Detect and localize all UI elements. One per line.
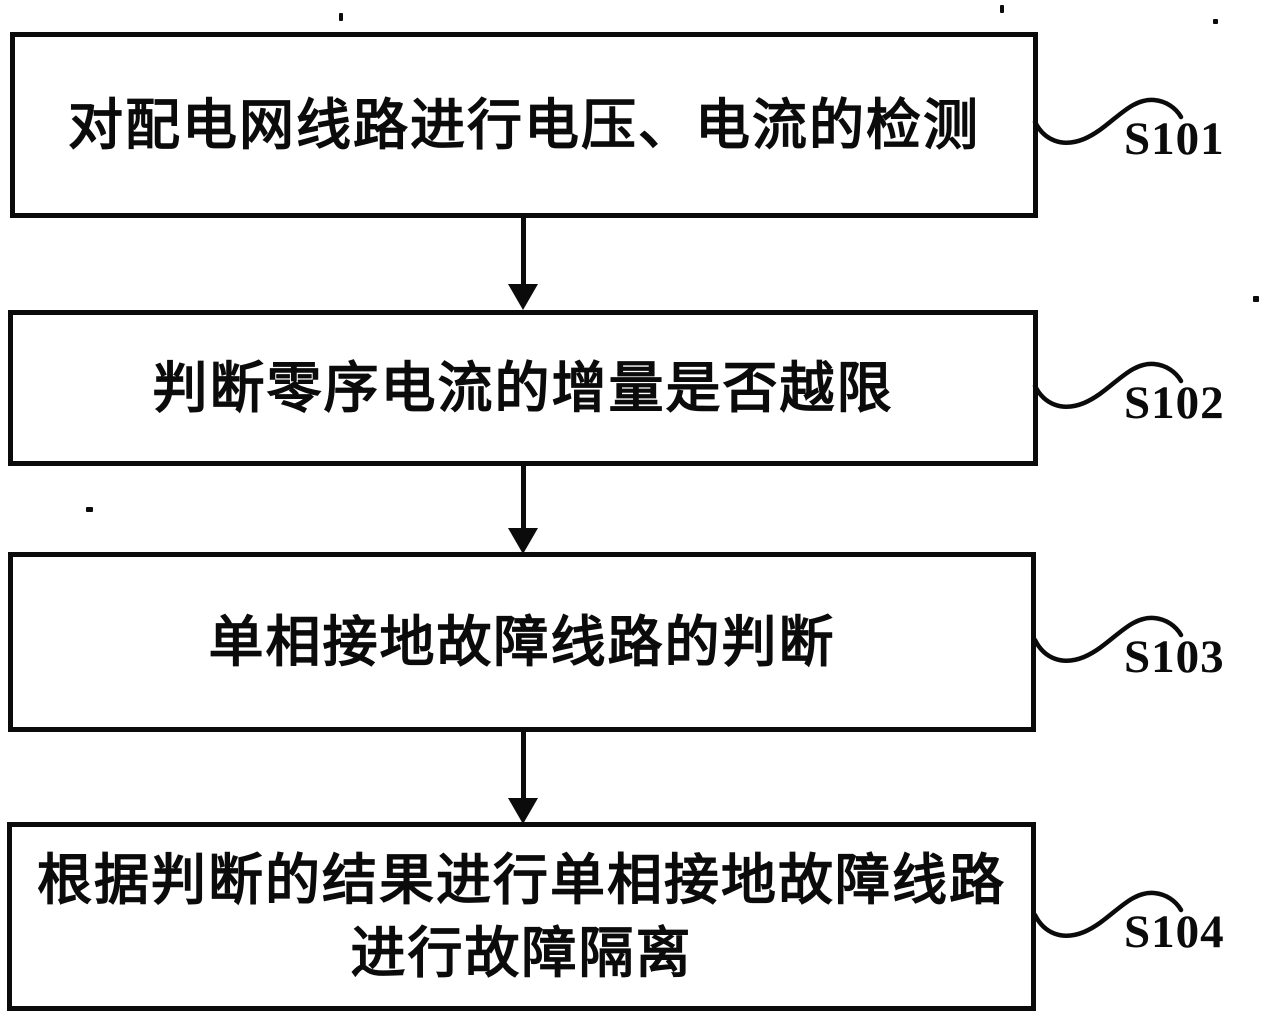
step-1-text: 对配电网线路进行电压、电流的检测 — [67, 92, 980, 157]
scan-speck — [339, 13, 343, 21]
step-2-text: 判断零序电流的增量是否越限 — [152, 355, 894, 420]
arrow-shaft — [520, 218, 526, 284]
arrowhead-down-icon — [508, 284, 538, 310]
scan-speck — [1213, 19, 1218, 24]
flow-step-box-3: 单相接地故障线路的判断 — [8, 552, 1036, 732]
scan-speck — [1253, 296, 1259, 302]
arrow-shaft — [520, 732, 526, 798]
flow-step-box-2: 判断零序电流的增量是否越限 — [8, 310, 1038, 466]
step-4-text: 根据判断的结果进行单相接地故障线路进行故障隔离 — [36, 847, 1006, 985]
connector-squiggle-3-icon — [1032, 615, 1184, 663]
flow-step-box-1: 对配电网线路进行电压、电流的检测 — [10, 32, 1038, 218]
connector-squiggle-2-icon — [1032, 361, 1184, 409]
scan-speck — [86, 507, 93, 512]
connector-squiggle-1-icon — [1032, 97, 1184, 145]
connector-squiggle-4-icon — [1032, 890, 1184, 938]
arrowhead-down-icon — [508, 798, 538, 824]
step-3-text: 单相接地故障线路的判断 — [208, 609, 836, 674]
flow-arrow-1 — [508, 218, 538, 310]
arrowhead-down-icon — [508, 528, 538, 554]
step-label-s101: S101 — [1124, 113, 1225, 165]
step-label-s104: S104 — [1124, 906, 1225, 958]
flow-arrow-3 — [508, 732, 538, 824]
arrow-shaft — [520, 466, 526, 528]
step-label-s102: S102 — [1124, 377, 1225, 429]
flow-step-box-4: 根据判断的结果进行单相接地故障线路进行故障隔离 — [7, 822, 1036, 1011]
step-label-s103: S103 — [1124, 631, 1225, 683]
scan-speck — [1000, 5, 1004, 13]
flow-arrow-2 — [508, 466, 538, 554]
